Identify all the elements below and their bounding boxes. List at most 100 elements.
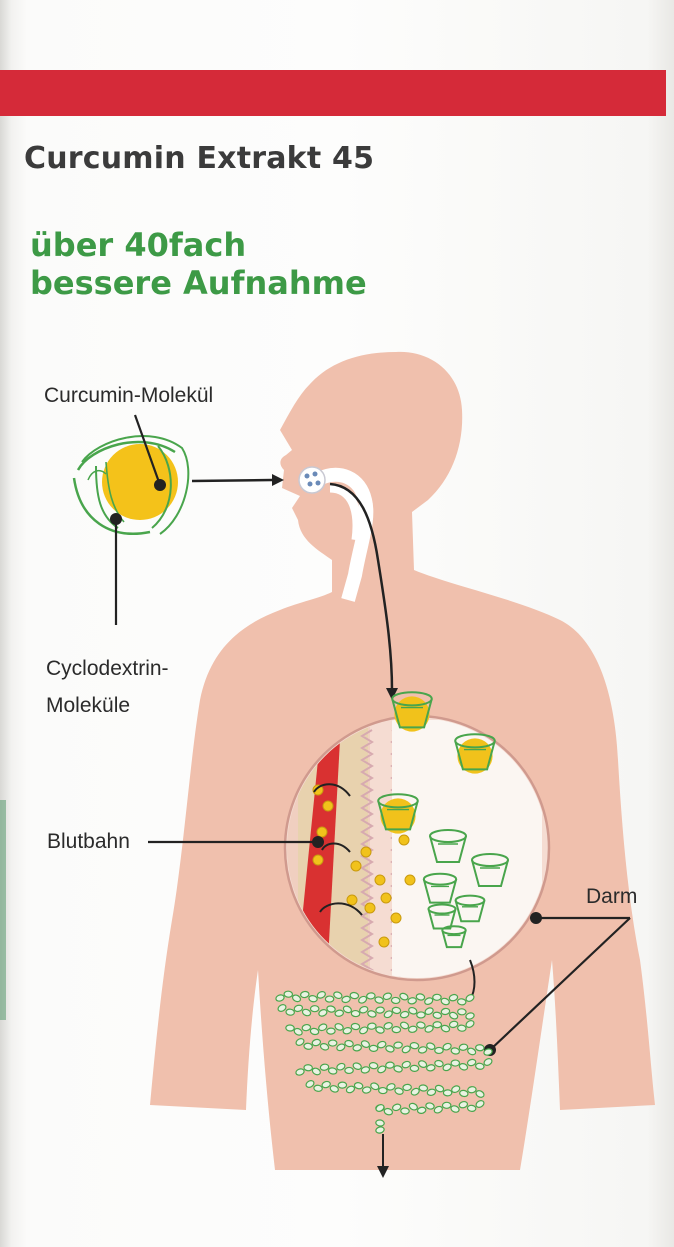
empty-cyclodextrin xyxy=(454,894,486,923)
filled-cyclodextrin xyxy=(377,793,419,834)
exit-arrow-head xyxy=(377,1166,389,1178)
cyclodextrin-curcumin-complex xyxy=(72,435,190,535)
intestine-bead xyxy=(440,1024,451,1033)
intestine-bead xyxy=(424,1007,434,1015)
intestine-bead xyxy=(350,1009,361,1018)
intestine-bead xyxy=(375,1006,385,1014)
intestine-bead xyxy=(285,1008,295,1016)
intestine-bead xyxy=(375,1119,385,1127)
intestine-bead xyxy=(410,1087,420,1096)
side-edge-strip xyxy=(0,800,6,1020)
curcumin-particle xyxy=(364,902,376,914)
headline-line-2: bessere Aufnahme xyxy=(30,264,367,302)
intestine-bead xyxy=(483,1058,493,1066)
intestine-bead xyxy=(457,1024,467,1032)
intestine-bead xyxy=(341,995,351,1004)
intestine-bead xyxy=(311,1067,321,1076)
intestine-bead xyxy=(391,1103,402,1112)
intestine-bead xyxy=(313,1084,323,1092)
arrow-to-mouth-head xyxy=(272,474,284,486)
cup-body xyxy=(391,698,433,729)
intestine-bead xyxy=(367,1022,377,1030)
intestine-bead xyxy=(432,1021,443,1029)
intestine-bead xyxy=(293,1027,303,1036)
intestine-bead xyxy=(383,1107,394,1116)
villi-left xyxy=(360,729,374,978)
intestine-bead xyxy=(466,1058,477,1067)
intestine-bead xyxy=(409,1042,420,1050)
intestine-bead xyxy=(426,1088,437,1096)
intestine-bead xyxy=(418,1060,428,1068)
intestine-bead xyxy=(441,1101,452,1109)
intestine-dot-top xyxy=(530,912,542,924)
intestine-bead xyxy=(424,1025,434,1033)
intestine-bead xyxy=(434,1084,445,1093)
intestine-bead xyxy=(353,1082,364,1090)
intestine-bead xyxy=(424,997,434,1005)
intestine-bead xyxy=(375,1026,385,1034)
cup-body xyxy=(377,800,419,831)
intestine-bead xyxy=(458,1043,469,1051)
intestine-bead xyxy=(318,1023,328,1032)
intestine-bead xyxy=(383,1010,393,1019)
intestine-bead xyxy=(407,997,417,1005)
intestine-bead xyxy=(400,1107,410,1115)
empty-cyclodextrin xyxy=(429,829,467,863)
intestine-bead xyxy=(382,992,393,1001)
empty-cyclodextrin xyxy=(441,925,467,949)
intestine-bead xyxy=(336,1062,346,1071)
intestine-bead xyxy=(465,1020,475,1028)
intestine-bead xyxy=(408,1102,418,1111)
intestine-bead xyxy=(368,1062,379,1070)
intestine-bead xyxy=(448,993,459,1002)
intestine-bead xyxy=(321,1080,331,1089)
intestine-bead xyxy=(326,1027,336,1035)
intestine-bead xyxy=(416,1021,426,1029)
intestine-bead xyxy=(407,1025,418,1033)
intestine-bead xyxy=(349,991,360,1000)
intestine-bead xyxy=(475,1044,485,1052)
blood-pointer xyxy=(148,836,324,848)
intestine-bead xyxy=(375,1126,385,1134)
intestine-bead xyxy=(334,1009,344,1017)
curcumin-particle xyxy=(390,912,402,924)
intestine-bead xyxy=(337,1081,348,1089)
intestine-bead xyxy=(466,1104,477,1112)
intestine-bead xyxy=(391,1026,402,1034)
arrow-to-mouth xyxy=(191,478,273,483)
label-curcumin-molecule: Curcumin-Molekül xyxy=(44,384,214,407)
intestine-bead xyxy=(450,1105,460,1113)
intestine-bead xyxy=(390,996,401,1005)
intestine-bead xyxy=(308,995,318,1003)
intestine-bead xyxy=(402,1083,412,1092)
intestine-pointer xyxy=(489,916,631,1051)
intestine-bead xyxy=(361,1086,372,1094)
intestine-bead xyxy=(456,998,467,1006)
intestine-bead xyxy=(451,1085,461,1093)
intestine-bead xyxy=(467,1047,477,1056)
label-cyclodextrin-line-1: Cyclodextrin- xyxy=(46,657,169,680)
intestine-bead xyxy=(442,1063,452,1072)
label-cyclodextrin-line-2: Moleküle xyxy=(46,694,131,717)
intestine-bead xyxy=(295,1068,305,1076)
coiled-intestine xyxy=(275,990,493,1134)
intestine-bead xyxy=(327,1067,338,1075)
intestine-bead xyxy=(377,1065,387,1074)
filled-cyclodextrin xyxy=(454,733,496,774)
intestine-bead xyxy=(415,993,426,1001)
absorption-arrows xyxy=(313,783,476,1001)
curcumin-pointer xyxy=(133,414,166,491)
intestine-bead xyxy=(442,1089,453,1097)
curcumin-particle xyxy=(380,892,392,904)
intestine-bead xyxy=(336,1043,346,1052)
intestine-bead xyxy=(465,1012,475,1020)
intestine-bead xyxy=(385,1045,395,1053)
intestine-bead xyxy=(301,1008,312,1017)
intestine-bead xyxy=(442,1042,452,1051)
intestine-bead xyxy=(459,1089,469,1098)
absorption-particles xyxy=(312,784,416,948)
mouth-particles xyxy=(298,466,326,494)
intestine-bead xyxy=(350,1022,361,1031)
intestine-bead xyxy=(319,1043,330,1051)
cup-body xyxy=(454,900,486,923)
